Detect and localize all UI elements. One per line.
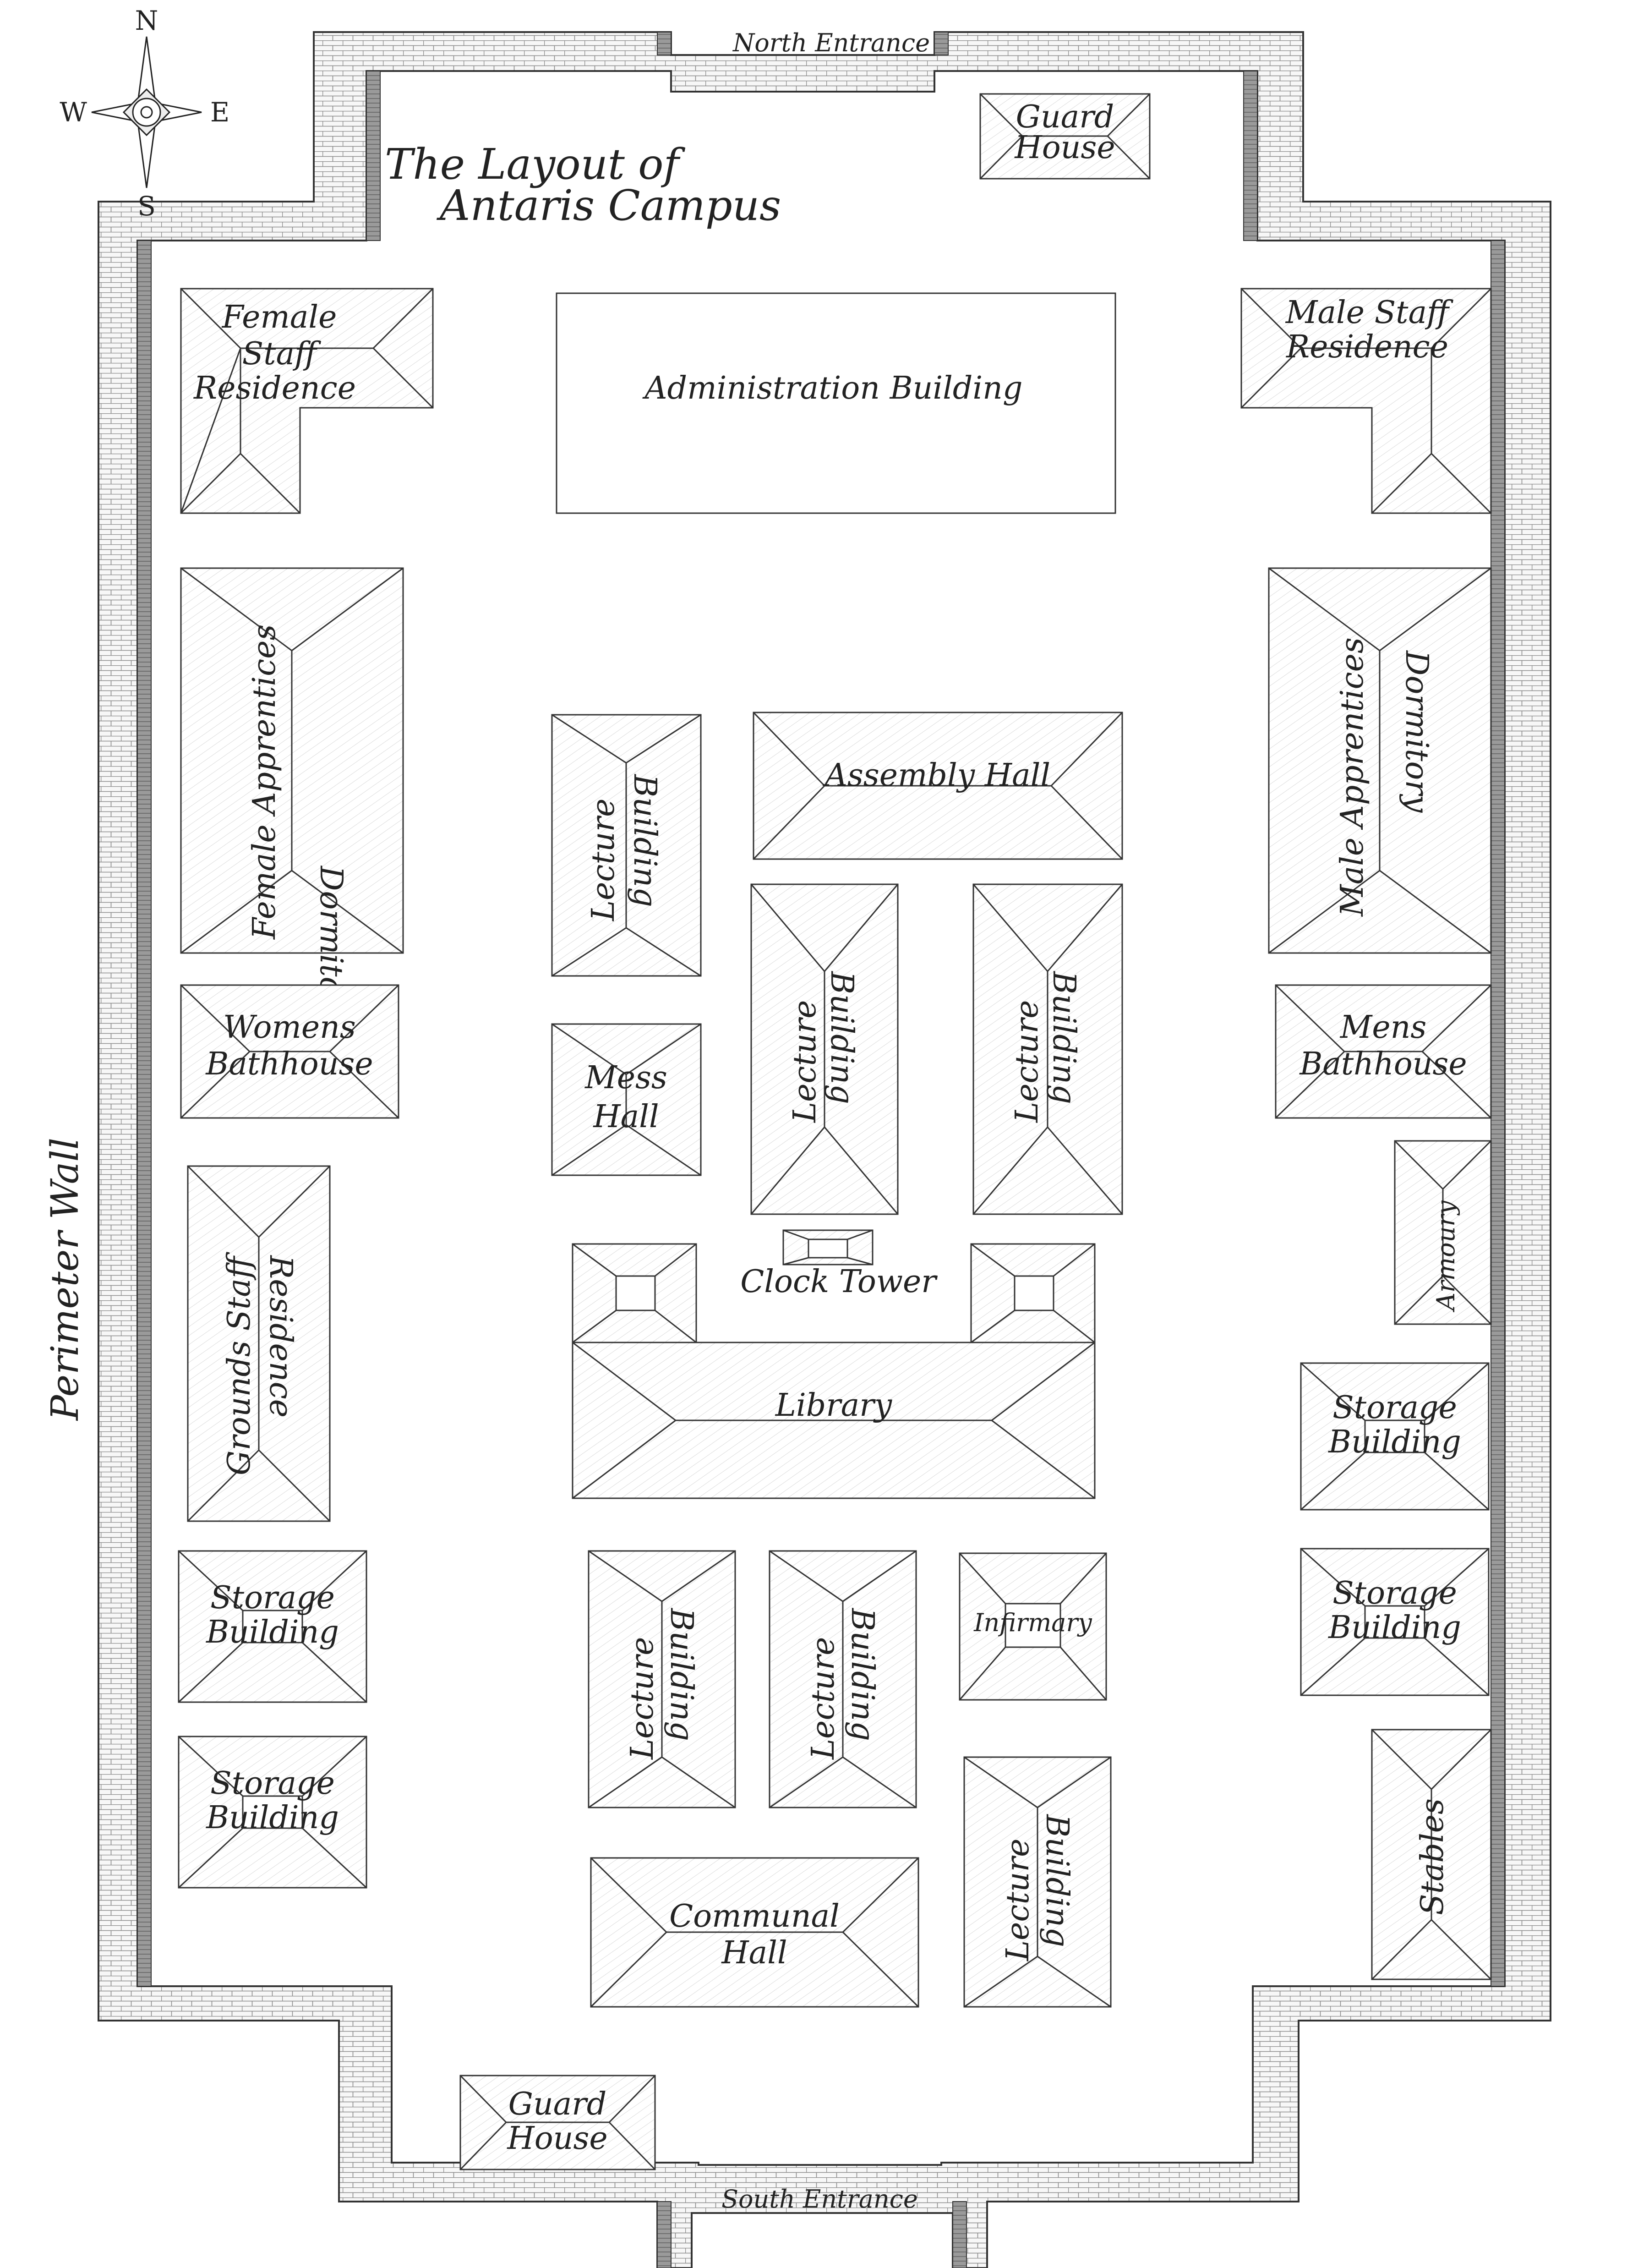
lecture-5-label-1: Lecture bbox=[805, 1637, 841, 1760]
female-dorm-label-1: Female Apprentices bbox=[246, 625, 283, 940]
lecture-4-label-1: Lecture bbox=[624, 1637, 661, 1760]
male-apprentices-dormitory: Male Apprentices Dormitory bbox=[1268, 567, 1492, 954]
communal-hall: Communal Hall bbox=[590, 1857, 919, 2008]
compass-north-label: N bbox=[135, 5, 158, 36]
womens-bathhouse-label-1: Womens bbox=[223, 1009, 356, 1046]
armoury: Armoury bbox=[1394, 1140, 1492, 1325]
administration-label: Administration Building bbox=[642, 370, 1023, 406]
female-staff-residence: Female Staff Residence bbox=[180, 288, 434, 514]
mess-hall-label-2: Hall bbox=[592, 1099, 659, 1135]
compass-west-label: W bbox=[60, 97, 87, 128]
communal-hall-label-2: Hall bbox=[721, 1935, 787, 1971]
storage-building-1: Storage Building bbox=[1300, 1362, 1490, 1511]
guard-house-south-label-1: Guard bbox=[508, 2086, 607, 2122]
guard-house-south-label-2: House bbox=[506, 2120, 607, 2157]
assembly-hall: Assembly Hall bbox=[753, 712, 1123, 860]
mess-hall-label-1: Mess bbox=[584, 1060, 667, 1096]
lecture-2-label-2: Building bbox=[824, 970, 860, 1104]
assembly-hall-label: Assembly Hall bbox=[822, 757, 1050, 794]
infirmary-label: Infirmary bbox=[973, 1608, 1092, 1637]
storage-4-label-2: Building bbox=[205, 1800, 339, 1836]
stables-label: Stables bbox=[1414, 1798, 1451, 1915]
stables: Stables bbox=[1371, 1729, 1492, 1980]
male-staff-label-1: Male Staff bbox=[1285, 295, 1453, 331]
lecture-building-3: Lecture Building bbox=[972, 883, 1123, 1215]
guard-house-south: Guard House bbox=[459, 2075, 656, 2170]
female-staff-label-3: Residence bbox=[193, 370, 356, 406]
storage-3-label-2: Building bbox=[1327, 1610, 1461, 1646]
mens-bathhouse-label-1: Mens bbox=[1339, 1009, 1427, 1046]
lecture-3-label-1: Lecture bbox=[1009, 1000, 1045, 1123]
lecture-building-6: Lecture Building bbox=[963, 1756, 1112, 2008]
map-title-line2: Antaris Campus bbox=[436, 181, 781, 230]
storage-3-label-1: Storage bbox=[1332, 1575, 1457, 1611]
storage-building-2: Storage Building bbox=[178, 1550, 367, 1703]
guard-house-north-label-1: Guard bbox=[1016, 99, 1114, 135]
lecture-building-5: Lecture Building bbox=[769, 1550, 917, 1808]
clock-tower-label: Clock Tower bbox=[740, 1264, 938, 1300]
storage-4-label-1: Storage bbox=[210, 1765, 335, 1802]
perimeter-wall bbox=[98, 31, 1551, 2268]
male-dorm-label-2: Dormitory bbox=[1398, 650, 1435, 813]
guard-house-north: Guard House bbox=[979, 93, 1151, 180]
administration-building: Administration Building bbox=[556, 292, 1116, 514]
storage-2-label-1: Storage bbox=[210, 1580, 335, 1616]
storage-1-label-1: Storage bbox=[1332, 1390, 1457, 1426]
north-entrance-label: North Entrance bbox=[732, 28, 930, 57]
lecture-5-label-2: Building bbox=[844, 1607, 880, 1741]
clock-tower: Clock Tower bbox=[740, 1229, 938, 1300]
storage-1-label-2: Building bbox=[1327, 1424, 1461, 1460]
male-staff-label-2: Residence bbox=[1285, 329, 1448, 365]
lecture-building-1: Lecture Building bbox=[551, 714, 702, 977]
womens-bathhouse-label-2: Bathhouse bbox=[205, 1046, 373, 1082]
guard-house-north-label-2: House bbox=[1014, 130, 1115, 166]
grounds-staff-label-1: Grounds Staff bbox=[221, 1252, 257, 1475]
south-entrance-label: South Entrance bbox=[721, 2185, 918, 2213]
womens-bathhouse: Womens Bathhouse bbox=[180, 984, 399, 1119]
female-staff-label-2: Staff bbox=[242, 336, 321, 372]
map-title-line1: The Layout of bbox=[385, 140, 685, 189]
lecture-4-label-2: Building bbox=[663, 1607, 699, 1741]
library-label: Library bbox=[775, 1387, 893, 1424]
lecture-1-label-1: Lecture bbox=[585, 799, 622, 922]
perimeter-wall-label: Perimeter Wall bbox=[44, 1138, 87, 1421]
communal-hall-label-1: Communal bbox=[669, 1898, 840, 1934]
grounds-staff-label-2: Residence bbox=[262, 1255, 299, 1418]
lecture-building-2: Lecture Building bbox=[750, 883, 899, 1215]
infirmary: Infirmary bbox=[959, 1552, 1107, 1701]
female-apprentices-dormitory: Female Apprentices Dormitory bbox=[180, 567, 404, 1029]
lecture-1-label-2: Building bbox=[627, 773, 663, 907]
lecture-3-label-2: Building bbox=[1046, 970, 1082, 1104]
grounds-staff-residence: Grounds Staff Residence bbox=[187, 1165, 331, 1522]
library: Library bbox=[572, 1243, 1096, 1499]
lecture-6-label-1: Lecture bbox=[1000, 1839, 1036, 1962]
lecture-2-label-1: Lecture bbox=[787, 1000, 823, 1123]
storage-building-3: Storage Building bbox=[1300, 1548, 1490, 1696]
female-staff-label-1: Female bbox=[221, 299, 337, 335]
storage-building-4: Storage Building bbox=[178, 1736, 367, 1889]
male-dorm-label-1: Male Apprentices bbox=[1334, 637, 1371, 917]
armoury-label: Armoury bbox=[1431, 1200, 1460, 1313]
male-staff-residence: Male Staff Residence bbox=[1240, 288, 1492, 514]
buildings-layer: Guard House Female Staff Residence Admin… bbox=[178, 93, 1492, 2170]
storage-2-label-2: Building bbox=[205, 1614, 339, 1650]
mens-bathhouse-label-2: Bathhouse bbox=[1299, 1046, 1467, 1082]
compass-rose-icon: N S E W bbox=[60, 5, 229, 222]
mens-bathhouse: Mens Bathhouse bbox=[1275, 984, 1492, 1119]
mess-hall: Mess Hall bbox=[551, 1023, 702, 1176]
compass-south-label: S bbox=[137, 191, 156, 222]
lecture-building-4: Lecture Building bbox=[588, 1550, 736, 1808]
compass-east-label: E bbox=[210, 97, 229, 128]
lecture-6-label-2: Building bbox=[1039, 1813, 1075, 1947]
